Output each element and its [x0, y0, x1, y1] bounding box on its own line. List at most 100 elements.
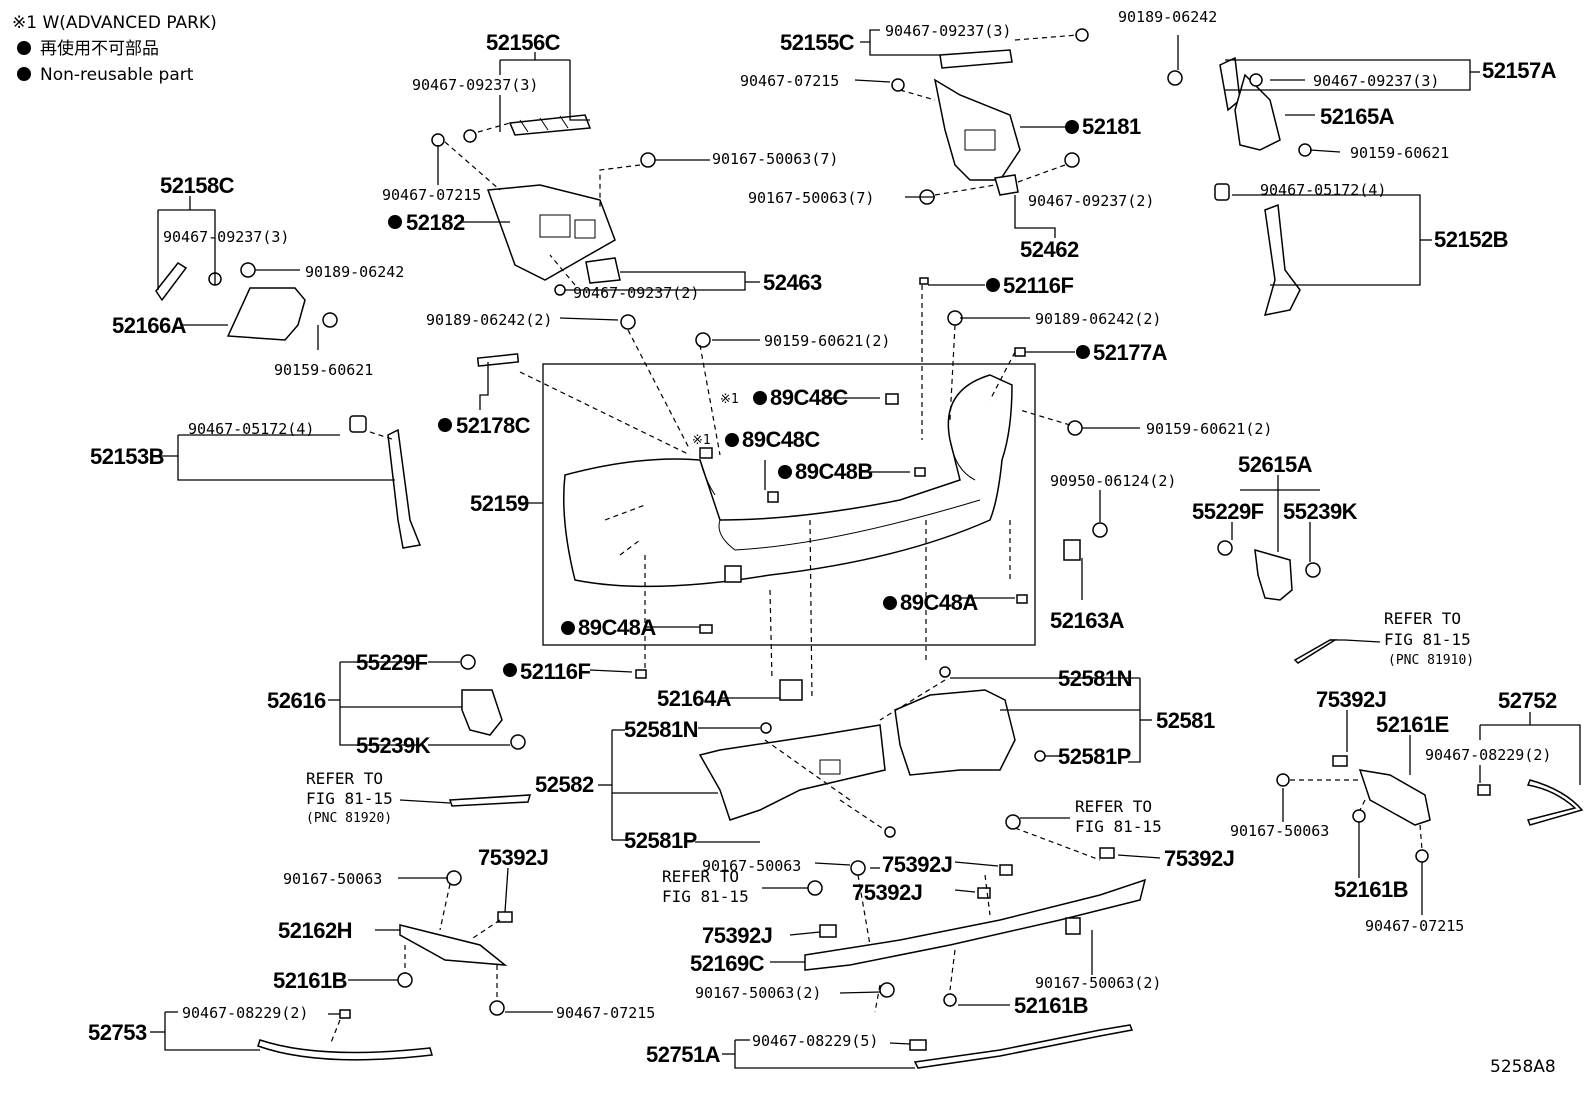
part-label: 89C48A [900, 590, 978, 615]
part-label: 89C48C [770, 385, 848, 410]
refer-line: REFER TO [662, 867, 739, 886]
screw-icon [1005, 814, 1021, 830]
part-label: 52116F [520, 659, 590, 684]
fastener-label: 90189-06242(2) [426, 311, 552, 329]
non-reusable-markers [388, 120, 1090, 677]
refer-notes: REFER TO FIG 81-15 (PNC 81910) REFER TO … [306, 609, 1474, 906]
part-label: 55239K [356, 733, 431, 758]
bracket-52158C-shape [155, 262, 188, 302]
screw-icon [879, 982, 895, 998]
clip-icon [1415, 849, 1429, 863]
legend: ※1 W(ADVANCED PARK) 再使用不可部品 Non-reusable… [12, 13, 217, 85]
bracket-52156C-shape [508, 114, 592, 136]
part-label: 55229F [356, 650, 428, 675]
clip-icon [554, 284, 566, 296]
part-label: 52169C [690, 951, 765, 976]
non-reusable-bullet-icon [1065, 120, 1079, 134]
clip-icon [489, 1000, 505, 1016]
absorber-52582-shape [698, 724, 886, 821]
fastener-label: 90467-09237(2) [1028, 192, 1154, 210]
molding-52753-shape [257, 1039, 433, 1061]
cover-52166A-shape [226, 287, 306, 341]
part-label: 75392J [478, 845, 548, 870]
screw-icon [446, 870, 462, 886]
screw-icon [807, 880, 823, 896]
fastener-label: 90167-50063(7) [748, 189, 874, 207]
fastener-label: 90950-06124(2) [1050, 472, 1176, 490]
fastener-label: 90467-08229(2) [182, 1004, 308, 1022]
retainer-52161E-shape [1358, 769, 1431, 826]
legend-jp: 再使用不可部品 [40, 38, 159, 59]
part-label: 89C48A [578, 615, 656, 640]
part-label: 52463 [763, 270, 822, 295]
part-label: 52156C [486, 30, 561, 55]
part-label: 52162H [278, 918, 352, 943]
part-label: 52161B [273, 968, 347, 993]
diagram-code: 5258A8 [1490, 1057, 1556, 1077]
bracket-52615A-shape [1217, 540, 1321, 601]
part-label: 89C48C [742, 427, 820, 452]
fastener-label: 90167-50063(2) [1035, 974, 1161, 992]
bumper-cover-group-frame [542, 363, 1036, 646]
clip-icon [1352, 809, 1366, 823]
clip-icon [891, 78, 905, 92]
part-label: 75392J [882, 852, 952, 877]
fastener-label: 90467-07215 [1365, 917, 1464, 935]
note-mark: ※1 [692, 433, 711, 448]
bracket-52616-shape [460, 654, 526, 750]
clip-icon [431, 133, 445, 147]
part-label: 52116F [1003, 273, 1073, 298]
fastener-label: 90467-08229(2) [1425, 746, 1551, 764]
part-label: 75392J [702, 923, 772, 948]
screw-icon [1298, 143, 1312, 157]
non-reusable-bullet-icon [753, 391, 767, 405]
part-label: 52161E [1376, 712, 1449, 737]
legend-en: Non-reusable part [40, 65, 194, 85]
fastener-label: 90467-09237(3) [163, 228, 289, 246]
fastener-label: 90467-09237(3) [885, 22, 1011, 40]
part-label: 52581P [1058, 744, 1131, 769]
part-label: 52581N [1058, 666, 1132, 691]
fastener-labels: 90467-09237(3) 90467-09237(3) 90189-0624… [163, 8, 1551, 1050]
part-label: 55229F [1192, 499, 1264, 524]
part-label: 52158C [160, 173, 235, 198]
plug-icon [1092, 522, 1108, 538]
part-label: 52581 [1156, 708, 1215, 733]
fastener-label: 90159-60621(2) [1146, 420, 1272, 438]
screw-icon [1276, 773, 1290, 787]
non-reusable-bullet-icon [388, 215, 402, 229]
non-reusable-bullet-icon [561, 621, 575, 635]
part-label: 52153B [90, 444, 164, 469]
leader-lines [150, 29, 1581, 1069]
screw-icon [850, 860, 866, 876]
part-label: 52581N [624, 717, 698, 742]
fastener-label: 90467-08229(5) [752, 1032, 878, 1050]
fastener-label: 90189-06242 [305, 263, 404, 281]
fastener-label: 90467-05172(4) [188, 420, 314, 438]
screw-icon [1167, 70, 1183, 86]
cap-icon [1063, 539, 1081, 561]
part-label: 52753 [88, 1020, 147, 1045]
part-label: 52164A [657, 686, 732, 711]
bumper-cover-shape [563, 374, 1013, 588]
refer-line: REFER TO [1384, 609, 1461, 628]
clip-icon [1249, 73, 1263, 87]
part-label: 52165A [1320, 104, 1395, 129]
non-reusable-bullet-icon [17, 67, 31, 81]
spoiler-52169C-shape [804, 878, 1147, 971]
refer-line: (PNC 81920) [306, 811, 392, 826]
part-label: 52166A [112, 313, 187, 338]
part-label: 52616 [267, 688, 326, 713]
fastener-label: 90167-50063(7) [712, 150, 838, 168]
legend-note: ※1 W(ADVANCED PARK) [12, 13, 217, 33]
fastener-label: 90467-07215 [556, 1004, 655, 1022]
screw-icon [1067, 420, 1083, 436]
refer-line: FIG 81-15 [306, 789, 393, 808]
bracket-52182-shape [486, 184, 616, 281]
non-reusable-bullet-icon [17, 41, 31, 55]
part-label: 52157A [1482, 58, 1557, 83]
refer-line: FIG 81-15 [1384, 630, 1471, 649]
fastener-label: 90159-60621 [1350, 144, 1449, 162]
non-reusable-bullet-icon [778, 465, 792, 479]
